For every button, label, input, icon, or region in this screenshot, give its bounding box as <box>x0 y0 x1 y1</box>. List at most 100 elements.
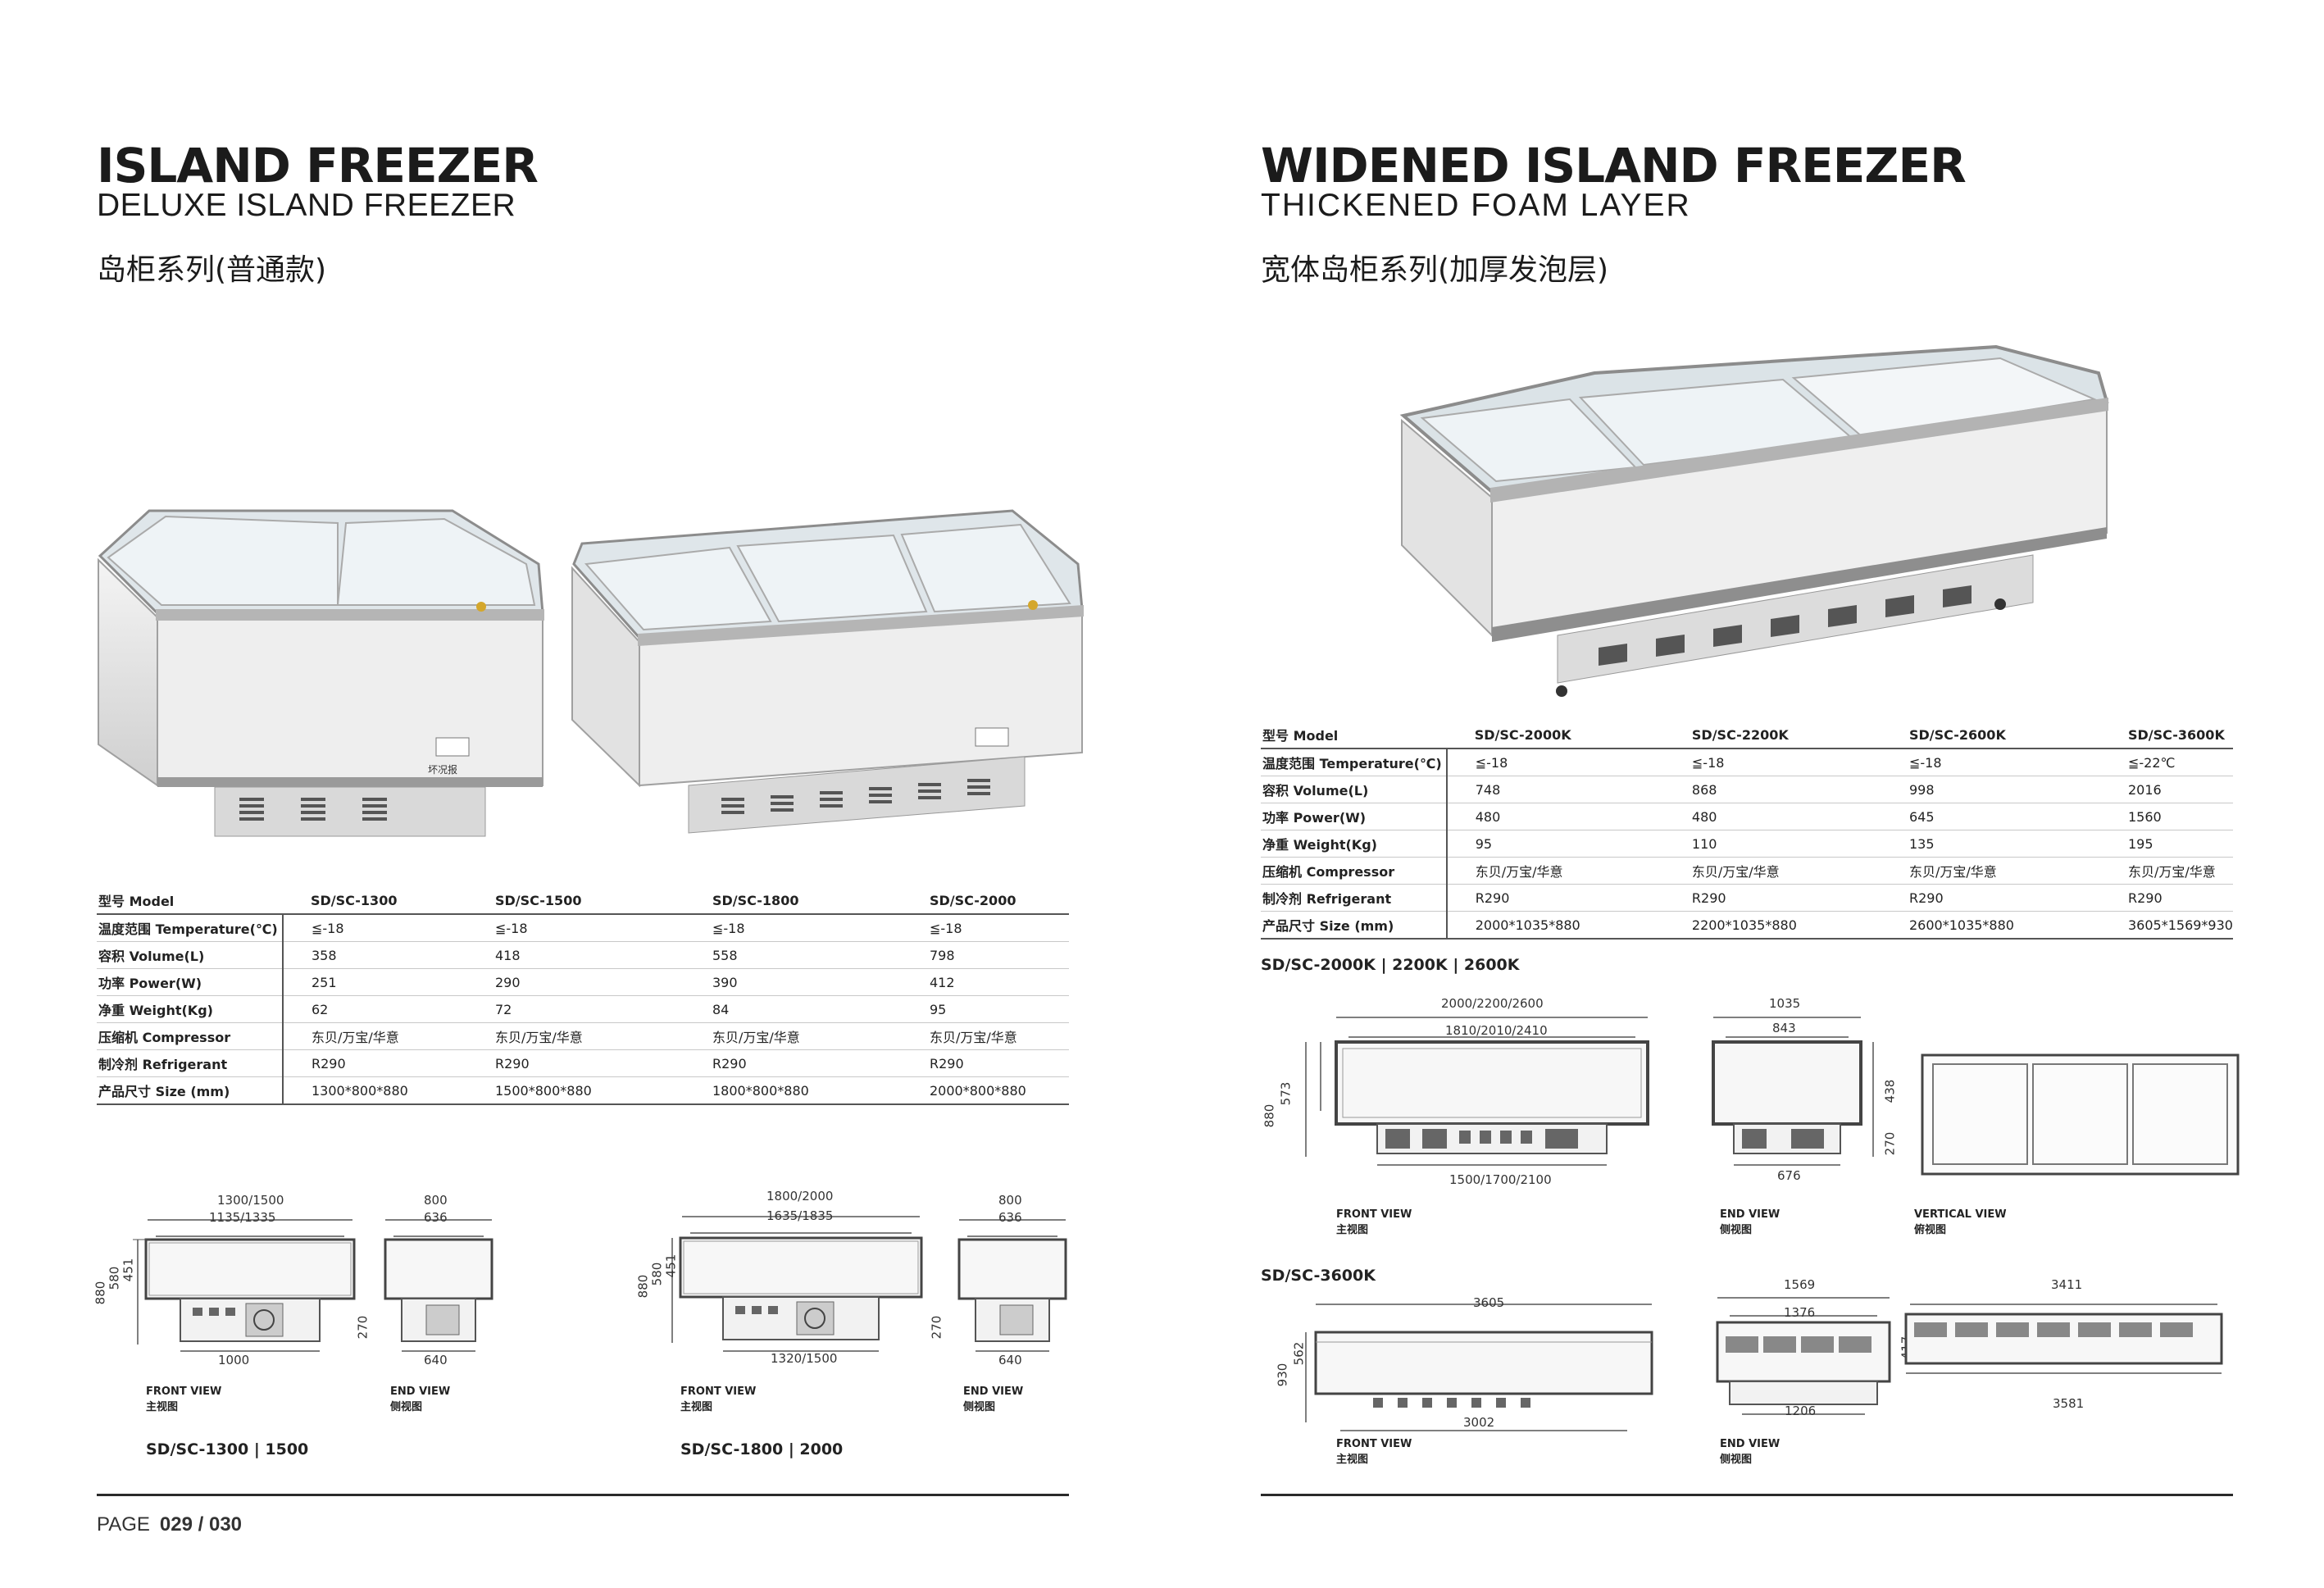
row-value: 558 <box>684 941 902 969</box>
end-view-drawing-1800 <box>957 1219 1067 1352</box>
right-spec-table: 型号 Model SD/SC-2000K SD/SC-2200K SD/SC-2… <box>1261 721 2233 940</box>
row-value: ≦-22℃ <box>2099 748 2233 776</box>
end-view-label: END VIEW 侧视图 <box>1720 1207 1780 1238</box>
row-value: 东贝/万宝/华意 <box>1881 857 2100 885</box>
dim-base-width: 1320/1500 <box>771 1351 838 1366</box>
row-value: 东贝/万宝/华意 <box>1663 857 1881 885</box>
end-view-cn: 侧视图 <box>390 1401 423 1413</box>
table-header-row: 型号 Model SD/SC-2000K SD/SC-2200K SD/SC-2… <box>1261 721 2233 749</box>
dim-end-h270: 270 <box>1882 1131 1898 1156</box>
row-label: 制冷剂 Refrigerant <box>1261 884 1448 912</box>
row-value: 412 <box>902 968 1069 996</box>
dim-big-top: 3605 <box>1473 1295 1505 1310</box>
row-value: 390 <box>684 968 902 996</box>
row-value: 135 <box>1881 830 2100 858</box>
header-label: 型号 Model <box>97 887 283 915</box>
row-value: 868 <box>1663 776 1881 803</box>
left-subtitle: DELUXE ISLAND FREEZER <box>97 188 516 223</box>
row-value: 645 <box>1881 803 2100 830</box>
row-label: 功率 Power(W) <box>97 968 284 996</box>
drawing-caption-3600k: SD/SC-3600K <box>1261 1267 1376 1285</box>
dim-big-h562: 562 <box>1291 1341 1307 1366</box>
front-view-drawing-3600k <box>1305 1304 1653 1431</box>
dim-big-end-top: 1569 <box>1784 1277 1816 1292</box>
row-label: 温度范围 Temperature(℃) <box>1261 748 1448 776</box>
dim-inner-width: 1135/1335 <box>209 1210 276 1225</box>
row-value: 110 <box>1663 830 1881 858</box>
row-value: ≦-18 <box>1446 748 1664 776</box>
row-value: R290 <box>467 1049 684 1077</box>
dim-base-width: 1000 <box>218 1353 250 1367</box>
row-value: R290 <box>283 1049 467 1077</box>
model-name: SD/SC-2000 <box>902 887 1069 915</box>
row-value: 251 <box>283 968 467 996</box>
end-view-en: END VIEW <box>390 1386 451 1398</box>
end-view-label: END VIEW 侧视图 <box>390 1384 450 1415</box>
row-value: ≦-18 <box>902 914 1069 942</box>
end-view-drawing-1300 <box>384 1219 493 1352</box>
left-title: ISLAND FREEZER <box>97 138 539 193</box>
row-value: 290 <box>467 968 684 996</box>
row-label: 容积 Volume(L) <box>97 941 284 969</box>
row-value: R290 <box>1446 884 1664 912</box>
row-value: 72 <box>467 995 684 1023</box>
model-name: SD/SC-1300 <box>283 887 467 915</box>
end-view-en: END VIEW <box>1720 1208 1781 1221</box>
model-name: SD/SC-1500 <box>467 887 684 915</box>
dim-top-width: 1800/2000 <box>766 1189 834 1204</box>
right-title: WIDENED ISLAND FREEZER <box>1261 138 1967 193</box>
front-view-drawing-1800 <box>671 1216 923 1352</box>
row-value: 418 <box>467 941 684 969</box>
row-value: 95 <box>1446 830 1664 858</box>
row-value: R290 <box>1663 884 1881 912</box>
front-view-en: FRONT VIEW <box>680 1386 757 1398</box>
dim-big-base: 3002 <box>1463 1415 1495 1430</box>
dim-height-451: 451 <box>663 1254 679 1278</box>
row-label: 功率 Power(W) <box>1261 803 1448 830</box>
front-view-cn: 主视图 <box>1336 1454 1369 1466</box>
dim-end-top: 800 <box>998 1193 1022 1208</box>
dim-end-base: 640 <box>424 1353 448 1367</box>
row-value: 东贝/万宝/华意 <box>467 1022 684 1050</box>
header-label: 型号 Model <box>1261 721 1447 749</box>
row-value: 1800*800*880 <box>684 1076 902 1105</box>
row-value: R290 <box>684 1049 902 1077</box>
model-name: SD/SC-2200K <box>1663 721 1881 749</box>
widened-island-freezer-photo <box>1399 344 2109 697</box>
row-value: 东贝/万宝/华意 <box>1446 857 1664 885</box>
front-view-drawing-2000k <box>1305 1017 1649 1166</box>
dim-end-base: 676 <box>1777 1168 1801 1183</box>
row-value: 95 <box>902 995 1069 1023</box>
front-view-drawing-1300 <box>133 1219 356 1352</box>
end-view-cn: 侧视图 <box>963 1401 996 1413</box>
row-value: R290 <box>1881 884 2100 912</box>
row-label: 容积 Volume(L) <box>1261 776 1448 803</box>
drawing-caption-1800: SD/SC-1800 | 2000 <box>680 1440 844 1458</box>
dim-base-width: 1500/1700/2100 <box>1449 1172 1552 1187</box>
row-value: 480 <box>1446 803 1664 830</box>
sticker-label: 坏况报 <box>428 763 457 776</box>
row-value: 东贝/万宝/华意 <box>684 1022 902 1050</box>
row-value: ≦-18 <box>467 914 684 942</box>
end-view-cn: 侧视图 <box>1720 1224 1753 1236</box>
model-name: SD/SC-3600K <box>2099 721 2233 749</box>
row-value: 358 <box>283 941 467 969</box>
row-label: 产品尺寸 Size (mm) <box>1261 911 1448 940</box>
row-label: 净重 Weight(Kg) <box>1261 830 1448 858</box>
row-value: 84 <box>684 995 902 1023</box>
right-bottom-rule <box>1261 1494 2233 1496</box>
row-value: ≦-18 <box>1663 748 1881 776</box>
dim-top-width: 1300/1500 <box>217 1193 284 1208</box>
row-value: 2016 <box>2099 776 2233 803</box>
dim-end-top: 800 <box>424 1193 448 1208</box>
dim-big-vert-top: 3411 <box>2051 1277 2083 1292</box>
